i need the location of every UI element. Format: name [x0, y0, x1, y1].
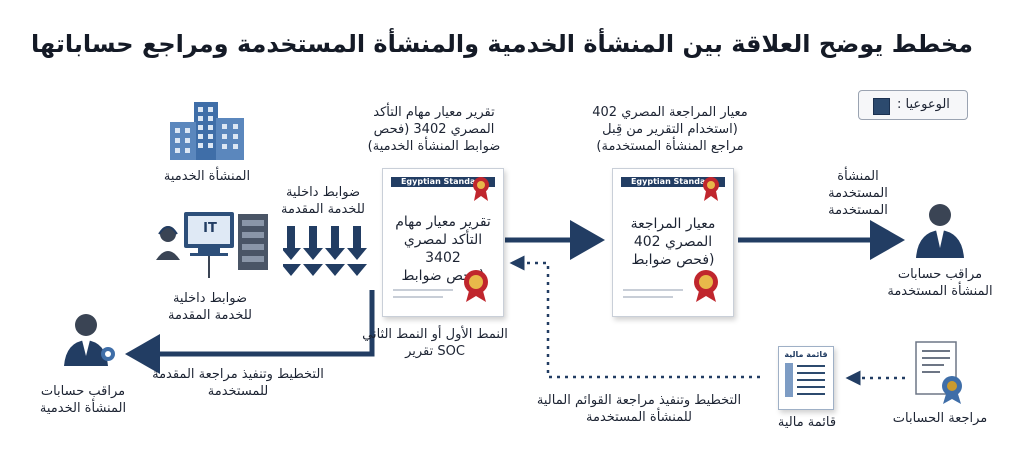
doc-3402-caption: تقرير معيار مهام التأكد المصري 3402 (فحص…: [367, 105, 501, 154]
soc-label: النمط الأول أو النمط الثاني SOC تقرير: [362, 327, 508, 359]
financial-statement-doc: قائمة مالية: [778, 346, 834, 410]
dotted-fs-to-3402: [509, 255, 760, 379]
building-icon: [170, 102, 244, 160]
down-arrows-icon: [283, 226, 367, 276]
internal-controls-bottom-label: ضوابط داخلية للخدمة المقدمة: [168, 291, 252, 323]
service-auditor-icon: [64, 314, 115, 366]
user-org-label: المنشأة المستخدمة المستخدمة: [828, 169, 888, 218]
internal-controls-top-label: ضوابط داخلية للخدمة المقدمة: [281, 185, 365, 217]
user-auditor-icon: [916, 204, 964, 258]
ribbon-icon: [703, 177, 719, 201]
it-label: IT: [203, 221, 217, 236]
arrow-soc-to-service-auditor: [125, 290, 375, 374]
doc-402-header: Egyptian Standard 3402: [621, 177, 725, 196]
service-auditor-label: مراقب حسابات المنشأة الخدمية: [39, 384, 127, 416]
it-workstation-icon: [156, 212, 268, 278]
seal-icon: [694, 270, 718, 302]
accounts-review-label: مراجعة الحسابات: [892, 411, 988, 426]
financial-statement-doc-title: قائمة مالية: [784, 350, 828, 359]
doc-3402: Egyptian Standard 3402 تقرير معيار مهام …: [382, 168, 504, 317]
doc-3402-body: تقرير معيار مهام التأكد لمصري 3402 (فحص …: [395, 214, 491, 284]
legend-label: الوعوعيا :: [897, 97, 950, 112]
financial-statement-label: قائمة مالية: [777, 415, 837, 430]
legend: الوعوعيا :: [858, 90, 968, 120]
service-org-label: المنشأة الخدمية: [163, 169, 251, 184]
page-title: مخطط يوضح العلاقة بين المنشأة الخدمية وا…: [30, 30, 973, 58]
certificate-icon: [915, 341, 962, 404]
doc-402: Egyptian Standard 3402 معيار المراجعة ال…: [612, 168, 734, 317]
user-auditor-label: مراقب حسابات المنشأة المستخدمة: [887, 267, 993, 299]
planning-user-label: التخطيط وتنفيذ مراجعة القوائم المالية لل…: [536, 393, 742, 425]
planning-service-label: التخطيط وتنفيذ مراجعة المقدمة للمستخدمة: [152, 367, 324, 399]
doc-3402-header: Egyptian Standard 3402: [391, 177, 495, 196]
ribbon-icon: [473, 177, 489, 201]
doc-402-caption: معيار المراجعة المصري 402 (استخدام التقر…: [592, 105, 748, 154]
legend-swatch: [873, 98, 890, 115]
seal-icon: [464, 270, 488, 302]
doc-402-body: معيار المراجعة المصري 402 (فحص ضوابط: [630, 216, 716, 268]
